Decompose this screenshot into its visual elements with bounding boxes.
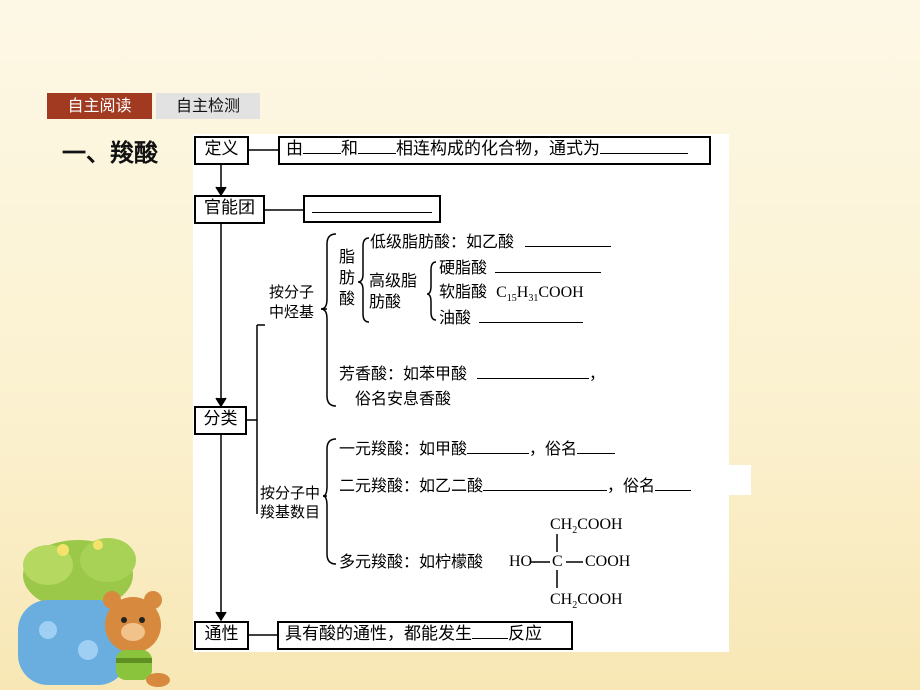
diagram-lines	[215, 149, 583, 636]
blank-field[interactable]	[467, 439, 530, 454]
higher-fatty-acid-label-2: 肪酸	[369, 292, 402, 311]
definition-content-box: 由 和 相连构成的化合物，通式为	[278, 136, 711, 165]
stearic-acid: 硬脂酸	[439, 258, 602, 278]
palmitic-acid: 软脂酸 C15H31COOH	[439, 282, 584, 305]
blank-field[interactable]	[495, 258, 602, 273]
lower-fatty-acid: 低级脂肪酸：如乙酸	[370, 232, 612, 252]
by-carboxyl-label-2: 羧基数目	[260, 503, 321, 521]
classification-box: 分类	[194, 406, 247, 435]
blank-field[interactable]	[525, 232, 612, 247]
aliphatic-label-2: 肪	[339, 268, 356, 287]
functional-group-answer-box	[303, 195, 441, 223]
blue-pot-illustration	[18, 600, 128, 685]
polycarboxylic-acid: 多元羧酸：如柠檬酸	[339, 552, 484, 571]
section-heading: 一、羧酸	[62, 139, 158, 167]
definition-text-c: 相连构成的化合物，通式为	[396, 139, 600, 159]
aromatic-acid-common-name: 俗名安息香酸	[355, 389, 452, 408]
citric-bottom-group: CH2COOH	[550, 591, 623, 612]
tab-self-check[interactable]: 自主检测	[156, 93, 260, 119]
monocarboxylic-acid: 一元羧酸：如甲酸，俗名	[339, 439, 616, 459]
blank-field[interactable]	[472, 624, 508, 639]
citric-top-group: CH2COOH	[550, 516, 623, 537]
properties-content-box: 具有酸的通性，都能发生反应	[277, 621, 573, 650]
blank-field[interactable]	[600, 139, 688, 154]
functional-group-box: 官能团	[194, 195, 265, 224]
definition-text-a: 由	[286, 139, 303, 159]
dicarboxylic-acid: 二元羧酸：如乙二酸，俗名	[339, 476, 692, 496]
blank-field[interactable]	[358, 139, 396, 154]
white-patch	[729, 465, 751, 495]
aliphatic-label-1: 脂	[339, 247, 356, 266]
bear-illustration	[103, 591, 170, 687]
oleic-acid: 油酸	[439, 308, 584, 328]
definition-text-b: 和	[341, 139, 358, 159]
tab-self-reading[interactable]: 自主阅读	[47, 93, 152, 119]
properties-box: 通性	[194, 621, 249, 650]
blank-field[interactable]	[303, 139, 341, 154]
by-hydrocarbon-label-1: 按分子	[269, 283, 315, 301]
blank-field[interactable]	[483, 476, 608, 491]
definition-box: 定义	[194, 136, 249, 165]
cartoon-bear-decoration	[18, 538, 170, 687]
higher-fatty-acid-label-1: 高级脂	[369, 271, 418, 290]
blank-field[interactable]	[312, 198, 432, 213]
blank-field[interactable]	[479, 308, 584, 323]
blank-field[interactable]	[577, 439, 616, 454]
aliphatic-label-3: 酸	[339, 289, 356, 308]
concept-diagram: 定义 由 和 相连构成的化合物，通式为 官能团 分类 按分子 中烃基 脂 肪 酸 低…	[193, 134, 729, 652]
by-hydrocarbon-label-2: 中烃基	[269, 303, 315, 321]
leaves-illustration	[23, 538, 136, 610]
blank-field[interactable]	[477, 364, 590, 379]
citric-mid-carboxyl: COOH	[585, 553, 631, 570]
by-carboxyl-label-1: 按分子中	[260, 484, 321, 502]
blank-field[interactable]	[655, 476, 692, 491]
palmitic-formula: C15H31COOH	[496, 284, 584, 305]
citric-central-carbon: C	[552, 553, 563, 570]
aromatic-acid: 芳香酸：如苯甲酸，	[339, 364, 606, 383]
citric-hydroxyl: HO	[509, 553, 533, 570]
